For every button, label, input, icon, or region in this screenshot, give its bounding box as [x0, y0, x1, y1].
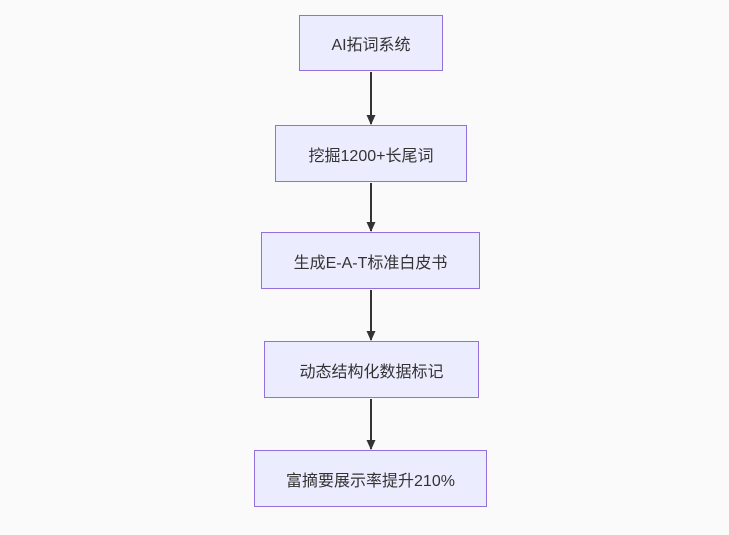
flow-node-rich-snippet-result: 富摘要展示率提升210% — [254, 450, 487, 507]
flow-node-structured-data-markup: 动态结构化数据标记 — [264, 341, 479, 398]
flow-node-label: AI拓词系统 — [331, 37, 411, 54]
flow-node-label: 生成E-A-T标准白皮书 — [293, 254, 448, 272]
flow-node-label: 富摘要展示率提升210% — [286, 472, 455, 490]
flow-node-longtail-mining: 挖掘1200+长尾词 — [275, 125, 467, 182]
flow-node-ai-word-expansion: AI拓词系统 — [299, 15, 443, 71]
flow-node-label: 动态结构化数据标记 — [299, 363, 444, 381]
flow-node-label: 挖掘1200+长尾词 — [308, 147, 434, 165]
flow-node-eat-whitepaper: 生成E-A-T标准白皮书 — [261, 232, 480, 289]
